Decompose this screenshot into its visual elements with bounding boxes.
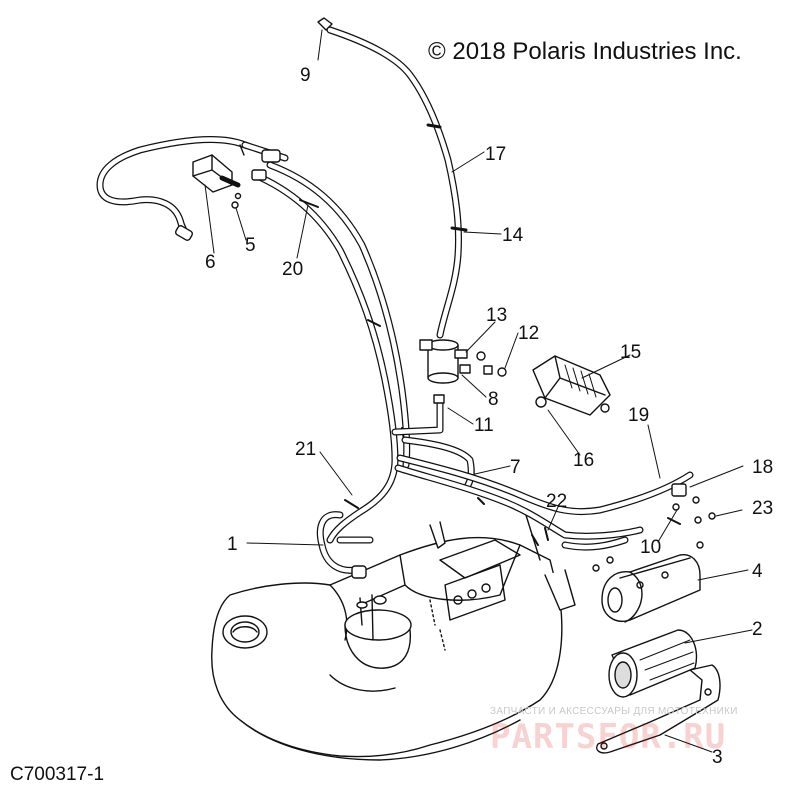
callout-11: 11 [474, 415, 494, 436]
callout-12: 12 [518, 323, 540, 344]
callout-10: 10 [640, 537, 662, 558]
leader-lines [204, 29, 753, 753]
control-module [532, 355, 611, 416]
fuel-tank [211, 511, 576, 761]
callout-23: 23 [752, 498, 774, 519]
callout-15: 15 [620, 342, 642, 363]
valve-bracket [192, 154, 242, 209]
callout-13: 13 [486, 305, 508, 326]
fuel-pump [608, 629, 698, 698]
callout-20: 20 [282, 259, 304, 280]
pump-cover [601, 554, 701, 623]
callout-17: 17 [485, 144, 507, 165]
hose-left-loop [96, 136, 289, 241]
drawing-number: C700317-1 [10, 764, 105, 785]
mount-bracket [596, 664, 721, 754]
evap-canister [419, 339, 507, 384]
callout-3: 3 [712, 747, 723, 768]
fuel-lines-right [394, 454, 716, 572]
callout-8: 8 [488, 389, 499, 410]
callout-19: 19 [628, 405, 650, 426]
hose-bundle [251, 161, 411, 579]
callout-18: 18 [752, 457, 774, 478]
callout-9: 9 [300, 65, 311, 86]
callout-7: 7 [510, 457, 521, 478]
callout-1: 1 [227, 534, 238, 555]
callout-6: 6 [205, 252, 216, 273]
callout-16: 16 [573, 450, 595, 471]
vent-line [317, 17, 468, 339]
callout-4: 4 [752, 561, 763, 582]
copyright-notice: © 2018 Polaris Industries Inc. [428, 38, 742, 65]
callout-14: 14 [502, 225, 524, 246]
callout-2: 2 [752, 619, 763, 640]
callout-21: 21 [295, 439, 317, 460]
callout-5: 5 [245, 235, 256, 256]
watermark-brand: PARTSFOR.RU [490, 717, 727, 757]
callout-22: 22 [546, 491, 568, 512]
watermark-tagline: ЗАПЧАСТИ И АКСЕССУАРЫ ДЛЯ МОТОТЕХНИКИ [490, 706, 738, 717]
